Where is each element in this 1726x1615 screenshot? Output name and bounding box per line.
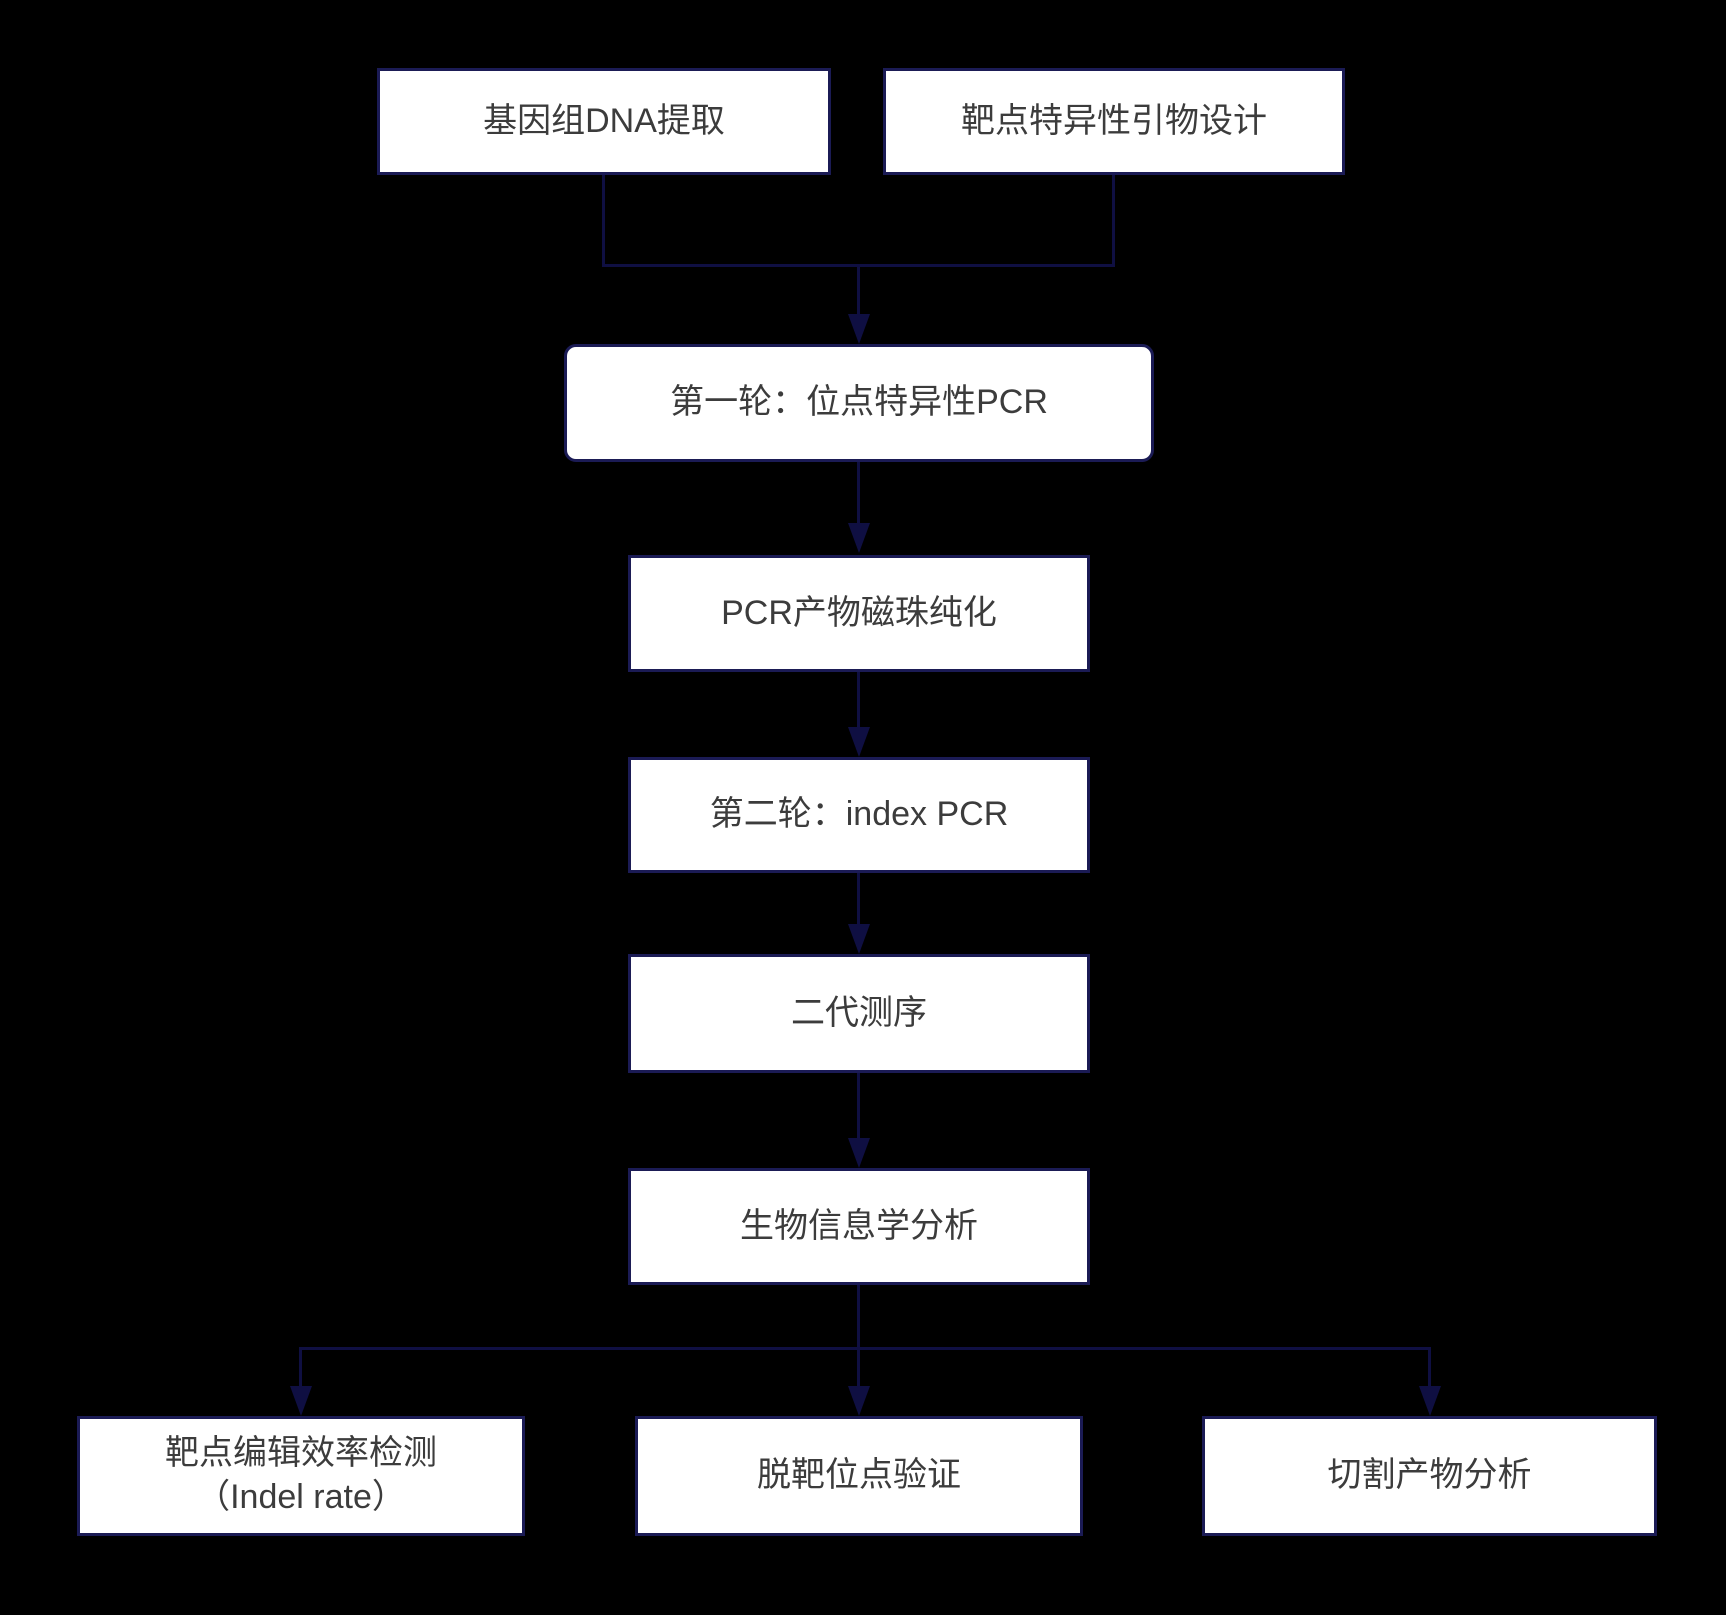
node-target-editing-efficiency-indel-rate: 靶点编辑效率检测 （Indel rate） (77, 1416, 525, 1536)
node-label: 靶点特异性引物设计 (961, 101, 1267, 140)
node-label-line1: 靶点编辑效率检测 (165, 1434, 437, 1473)
node-pcr-bead-purification: PCR产物磁珠纯化 (628, 555, 1090, 672)
node-label: 第二轮：index PCR (709, 795, 1009, 834)
connector-line (857, 462, 860, 524)
connector-line (857, 873, 860, 925)
arrow-down-icon (848, 1138, 870, 1168)
connector-line (857, 264, 860, 318)
node-label-line2: （Indel rate） (196, 1478, 406, 1516)
node-label: 脱靶位点验证 (757, 1456, 961, 1495)
connector-line (602, 175, 605, 267)
connector-line (857, 672, 860, 728)
arrow-down-icon (848, 523, 870, 553)
node-off-target-site-validation: 脱靶位点验证 (635, 1416, 1083, 1536)
node-cleavage-product-analysis: 切割产物分析 (1202, 1416, 1657, 1536)
arrow-down-icon (848, 314, 870, 344)
node-label: 二代测序 (791, 993, 927, 1032)
node-label: 第一轮：位点特异性PCR (670, 383, 1048, 422)
connector-line (299, 1347, 302, 1389)
arrow-down-icon (848, 727, 870, 757)
arrow-down-icon (848, 924, 870, 954)
node-bioinformatics-analysis: 生物信息学分析 (628, 1168, 1090, 1285)
arrow-down-icon (290, 1386, 312, 1416)
connector-line (857, 1073, 860, 1139)
node-round2-index-pcr: 第二轮：index PCR (628, 757, 1090, 873)
arrow-down-icon (1419, 1386, 1441, 1416)
connector-line (1428, 1347, 1431, 1389)
connector-line (1112, 175, 1115, 267)
node-label: 基因组DNA提取 (483, 101, 725, 140)
node-label: PCR产物磁珠纯化 (721, 593, 997, 632)
node-label: 生物信息学分析 (740, 1206, 978, 1245)
connector-line (857, 1347, 860, 1389)
node-round1-site-specific-pcr: 第一轮：位点特异性PCR (564, 344, 1154, 462)
node-target-specific-primer-design: 靶点特异性引物设计 (883, 68, 1345, 175)
node-ngs-sequencing: 二代测序 (628, 954, 1090, 1073)
connector-line (299, 1347, 1431, 1350)
connector-line (857, 1285, 860, 1350)
node-label: 切割产物分析 (1327, 1456, 1532, 1495)
arrow-down-icon (848, 1386, 870, 1416)
node-genomic-dna-extraction: 基因组DNA提取 (377, 68, 831, 175)
